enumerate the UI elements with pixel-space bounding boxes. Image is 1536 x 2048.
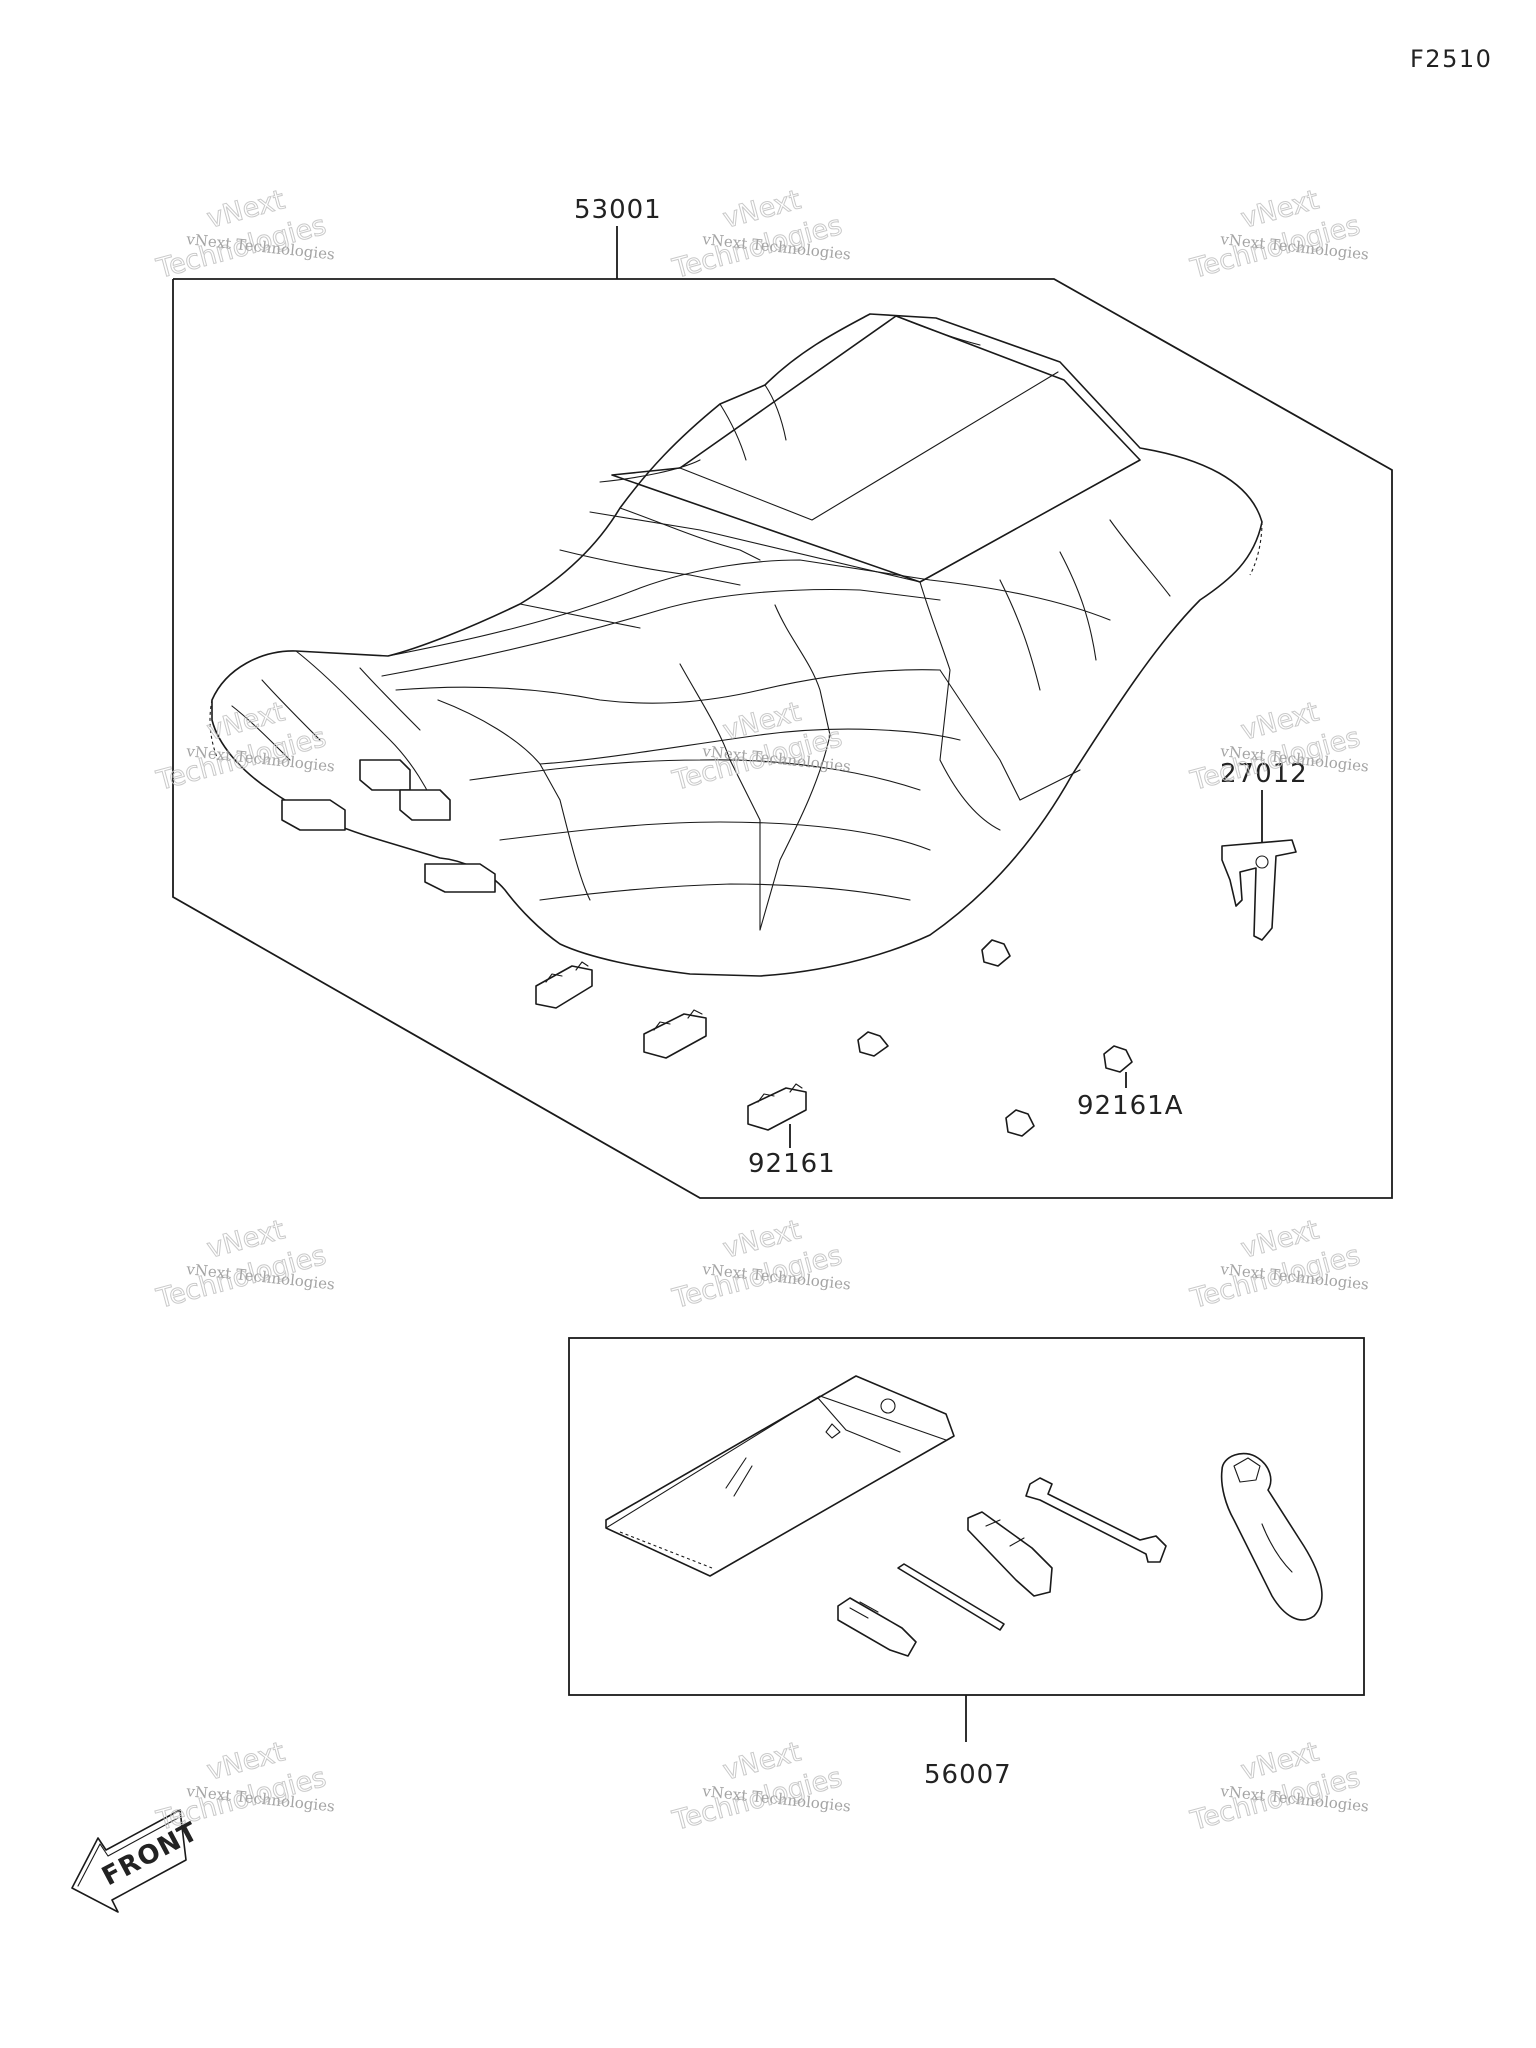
dampers-a: 92161A (857, 939, 1184, 1137)
dampers: 92161 (535, 961, 836, 1179)
watermark-l3: vNext Technologies vNext Technologies (152, 1736, 335, 1838)
part-label-damper-a[interactable]: 92161A (1077, 1091, 1184, 1121)
damper-2 (643, 1009, 707, 1059)
watermark-l2: vNext Technologies vNext Technologies (152, 1214, 335, 1316)
part-label-seat-bracket[interactable]: 27012 (1220, 759, 1308, 789)
part-label-damper[interactable]: 92161 (748, 1149, 836, 1179)
seat-assembly-frame: 53001 (172, 195, 1393, 1199)
watermark-ml: vNext Technologies vNext Technologies (152, 696, 335, 798)
part-label-seat-assembly[interactable]: 53001 (574, 195, 662, 225)
watermark-tm: vNext Technologies vNext Technologies (668, 184, 851, 286)
damper-1 (535, 961, 593, 1009)
watermark-tr: vNext Technologies vNext Technologies (1186, 184, 1369, 286)
part-label-tool-kit[interactable]: 56007 (924, 1760, 1012, 1790)
tool-kit-illustration (605, 1375, 1323, 1657)
watermark-m2: vNext Technologies vNext Technologies (668, 1214, 851, 1316)
tool-kit-frame: 56007 (568, 1337, 1365, 1790)
damper-3 (747, 1083, 807, 1131)
watermarks: vNext Technologies vNext Technologies vN… (152, 184, 1369, 1838)
figure-ref: F2510 (1410, 45, 1492, 73)
seat-illustration (209, 313, 1263, 977)
watermark-m3: vNext Technologies vNext Technologies (668, 1736, 851, 1838)
watermark-r2: vNext Technologies vNext Technologies (1186, 1214, 1369, 1316)
watermark-tl: vNext Technologies vNext Technologies (152, 184, 335, 286)
watermark-r3: vNext Technologies vNext Technologies (1186, 1736, 1369, 1838)
seat-bracket: 27012 (1220, 759, 1308, 941)
